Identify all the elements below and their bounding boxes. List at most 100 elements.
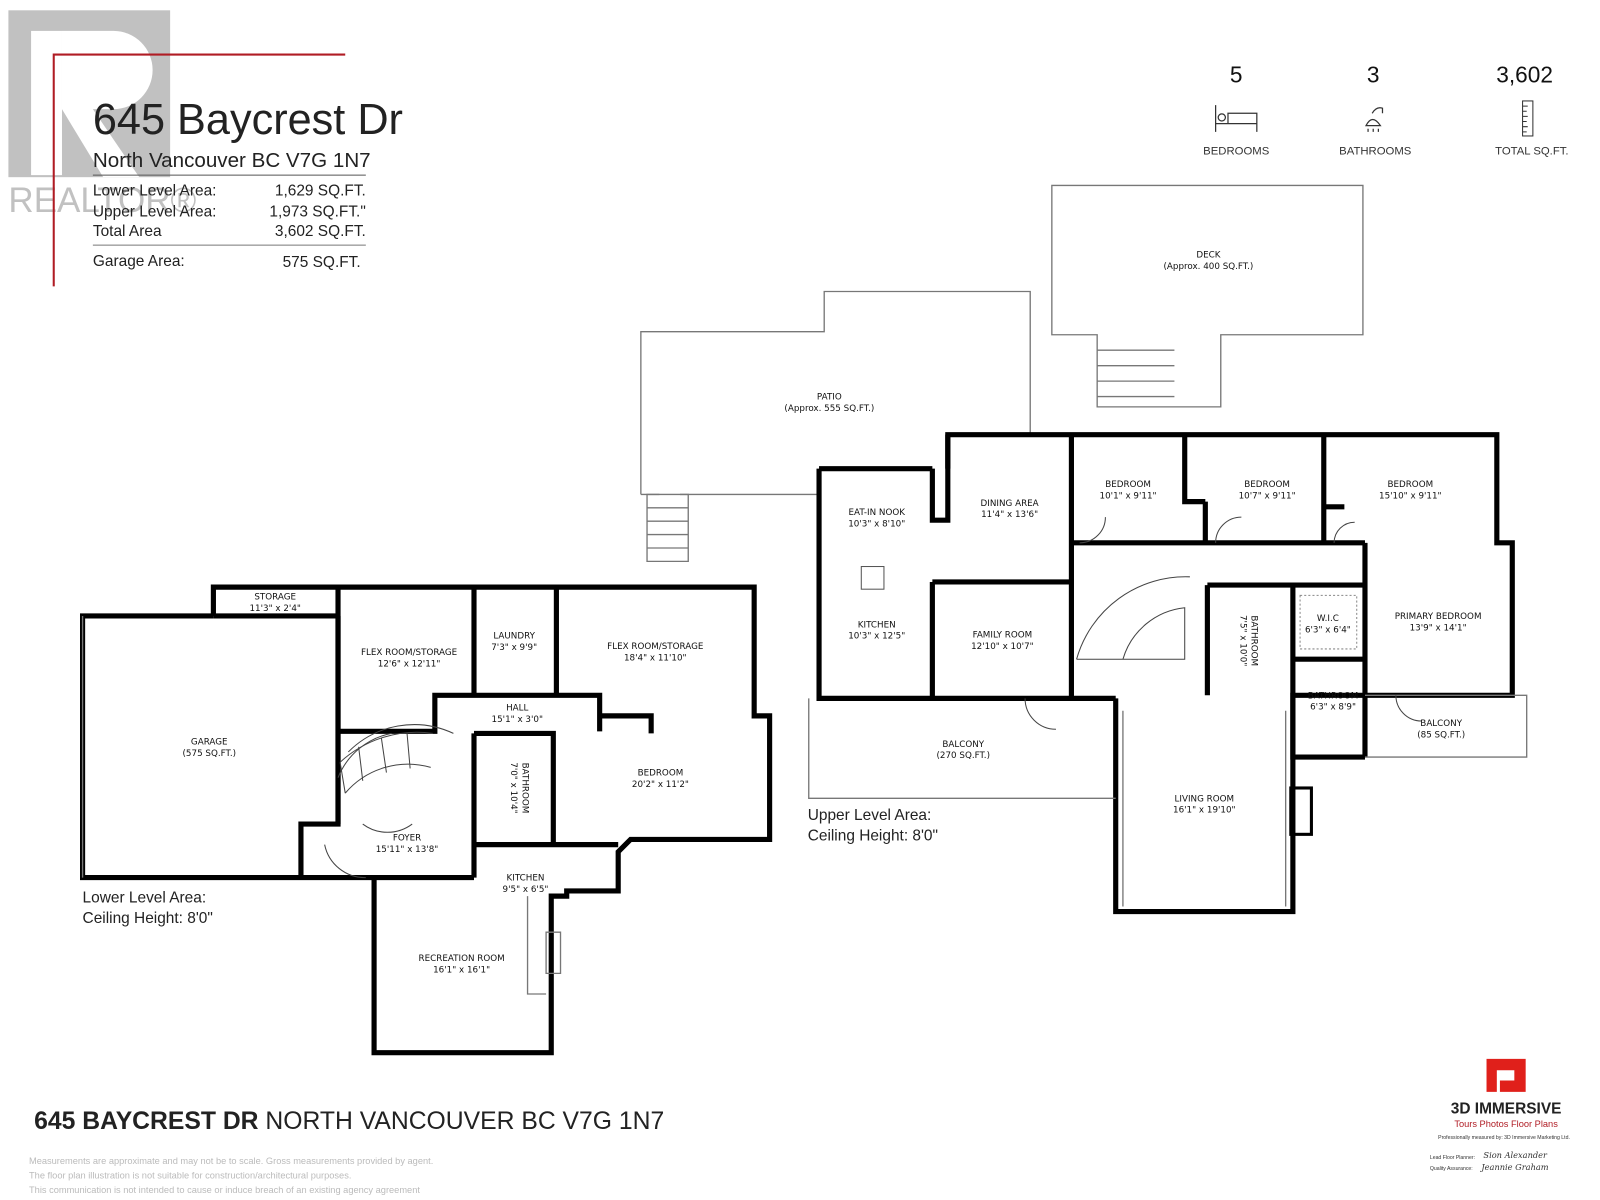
room-size: 15'1" x 3'0" (492, 715, 543, 725)
room-name: STORAGE (254, 592, 296, 602)
bathrooms-label: BATHROOMS (1339, 146, 1412, 158)
ruler-icon (1522, 100, 1534, 137)
level-caption: Upper Level Area: (808, 807, 932, 824)
disclaimer-line: This communication is not intended to ca… (29, 1185, 420, 1195)
shower-icon (1365, 107, 1384, 132)
stair-icon (339, 731, 433, 794)
room-name: BEDROOM (1244, 480, 1290, 490)
lead-planner-signature: Sion Alexander (1483, 1150, 1548, 1160)
room-size: (85 SQ.FT.) (1417, 731, 1465, 741)
room-size: 16'1" x 16'1" (433, 965, 490, 975)
ceiling-height: Ceiling Height: 8'0" (83, 910, 213, 927)
room-name: PRIMARY BEDROOM (1395, 612, 1482, 622)
room-size: 10'3" x 12'5" (848, 632, 905, 642)
area-value: 1,973 SQ.FT." (269, 203, 365, 220)
room-name: RECREATION ROOM (419, 954, 505, 964)
3d-immersive-logo: 3D IMMERSIVE Tours Photos Floor Plans Pr… (1430, 1058, 1570, 1172)
logo-mark-icon (1486, 1058, 1526, 1092)
disclaimer-line: The floor plan illustration is not suita… (29, 1170, 351, 1180)
area-value: 1,629 SQ.FT. (275, 183, 366, 200)
qa-label: Quality Assurance: (1430, 1166, 1473, 1172)
room-size: 15'11" x 13'8" (376, 845, 439, 855)
realtor-watermark-text: REALTOR® (8, 181, 196, 220)
room-name: BATHROOM (1249, 615, 1259, 666)
room-size: (Approx. 400 SQ.FT.) (1163, 262, 1253, 272)
room-name: GARAGE (191, 738, 228, 748)
footer-address: 645 BAYCREST DR NORTH VANCOUVER BC V7G 1… (34, 1108, 664, 1135)
room-name: BATHROOM (1308, 691, 1359, 701)
room-size: 6'3" x 6'4" (1305, 625, 1351, 635)
room-name: BALCONY (942, 740, 984, 750)
disclaimer: Measurements are approximate and may not… (29, 1156, 433, 1195)
room-size: 20'2" x 11'2" (632, 780, 689, 790)
room-name: DINING AREA (981, 499, 1039, 509)
room-size: 12'6" x 12'11" (378, 659, 441, 669)
footer-address-city: NORTH VANCOUVER BC V7G 1N7 (259, 1108, 665, 1135)
lead-planner-label: Lead Floor Planner: (1430, 1155, 1475, 1161)
upper-level-plan: DECK (Approx. 400 SQ.FT.) PATIO (Approx.… (640, 184, 1528, 915)
area-label: Total Area (93, 223, 162, 240)
room-size: 10'1" x 9'11" (1100, 492, 1157, 502)
room-size: 10'3" x 8'10" (848, 519, 905, 529)
brand-name: 3D IMMERSIVE (1451, 1100, 1562, 1117)
total-sqft-label: TOTAL SQ.FT. (1495, 146, 1568, 158)
room-size: 7'5" x 10'0" (1237, 615, 1247, 666)
room-name: BEDROOM (1387, 480, 1433, 490)
room-name: KITCHEN (858, 620, 896, 630)
room-name: FLEX ROOM/STORAGE (361, 648, 457, 658)
address-subtitle: North Vancouver BC V7G 1N7 (93, 149, 371, 172)
room-name: DECK (1196, 251, 1220, 261)
room-name: BEDROOM (638, 769, 684, 779)
page-title: 645 Baycrest Dr (93, 96, 403, 144)
room-size: 16'1" x 19'10" (1173, 806, 1236, 816)
brand-tagline: Tours Photos Floor Plans (1454, 1119, 1558, 1129)
area-table: Lower Level Area: 1,629 SQ.FT. Upper Lev… (93, 183, 366, 271)
stats: 5 BEDROOMS 3 BATHROOMS 3,602 TOTAL SQ.FT… (1203, 61, 1568, 157)
lower-level-plan: STORAGE 11'3" x 2'4" GARAGE (575 SQ.FT.)… (79, 584, 773, 1056)
bed-icon (1215, 105, 1258, 132)
room-name: BATHROOM (519, 763, 529, 814)
room-size: 10'7" x 9'11" (1239, 492, 1296, 502)
fireplace-icon (1289, 786, 1313, 836)
area-label: Upper Level Area: (93, 203, 217, 220)
room-name: BALCONY (1420, 719, 1462, 729)
garage-area-value: 575 SQ.FT. (283, 254, 361, 271)
room-name: EAT-IN NOOK (848, 508, 905, 518)
bedrooms-count: 5 (1230, 61, 1243, 87)
room-name: PATIO (817, 393, 842, 403)
room-size: (575 SQ.FT.) (183, 749, 237, 759)
garage-area-label: Garage Area: (93, 253, 185, 270)
total-sqft-value: 3,602 (1496, 61, 1553, 87)
measured-by: Professionally measured by: 3D Immersive… (1438, 1135, 1570, 1141)
room-size: (270 SQ.FT.) (937, 751, 991, 761)
room-size: 12'10" x 10'7" (971, 642, 1034, 652)
room-size: 7'3" x 9'9" (491, 643, 537, 653)
room-size: 6'3" x 8'9" (1310, 703, 1356, 713)
level-caption: Lower Level Area: (83, 889, 207, 906)
room-name: HALL (506, 704, 528, 714)
room-name: FOYER (393, 834, 421, 844)
room-size: 18'4" x 11'10" (624, 653, 687, 663)
cooktop-icon (860, 566, 885, 590)
room-name: FLEX ROOM/STORAGE (607, 642, 703, 652)
room-size: 15'10" x 9'11" (1379, 492, 1442, 502)
ceiling-height: Ceiling Height: 8'0" (808, 828, 938, 845)
room-size: 13'9" x 14'1" (1410, 623, 1467, 633)
qa-signature: Jeannie Graham (1479, 1162, 1548, 1172)
room-size: 9'5" x 6'5" (503, 885, 549, 895)
room-size: 7'0" x 10'4" (508, 762, 518, 813)
area-value: 3,602 SQ.FT. (275, 223, 366, 240)
bathrooms-count: 3 (1367, 61, 1380, 87)
room-name: FAMILY ROOM (973, 631, 1033, 641)
room-name: LIVING ROOM (1175, 794, 1235, 804)
room-name: BEDROOM (1105, 480, 1151, 490)
disclaimer-line: Measurements are approximate and may not… (29, 1156, 433, 1166)
room-size: 11'3" x 2'4" (249, 604, 300, 614)
room-name: KITCHEN (507, 874, 545, 884)
stair-icon (1076, 576, 1190, 660)
accent-frame-line (52, 53, 346, 287)
room-size: (Approx. 555 SQ.FT.) (784, 404, 874, 414)
room-name: W.I.C (1317, 614, 1339, 624)
room-name: LAUNDRY (493, 632, 535, 642)
room-size: 11'4" x 13'6" (981, 510, 1038, 520)
